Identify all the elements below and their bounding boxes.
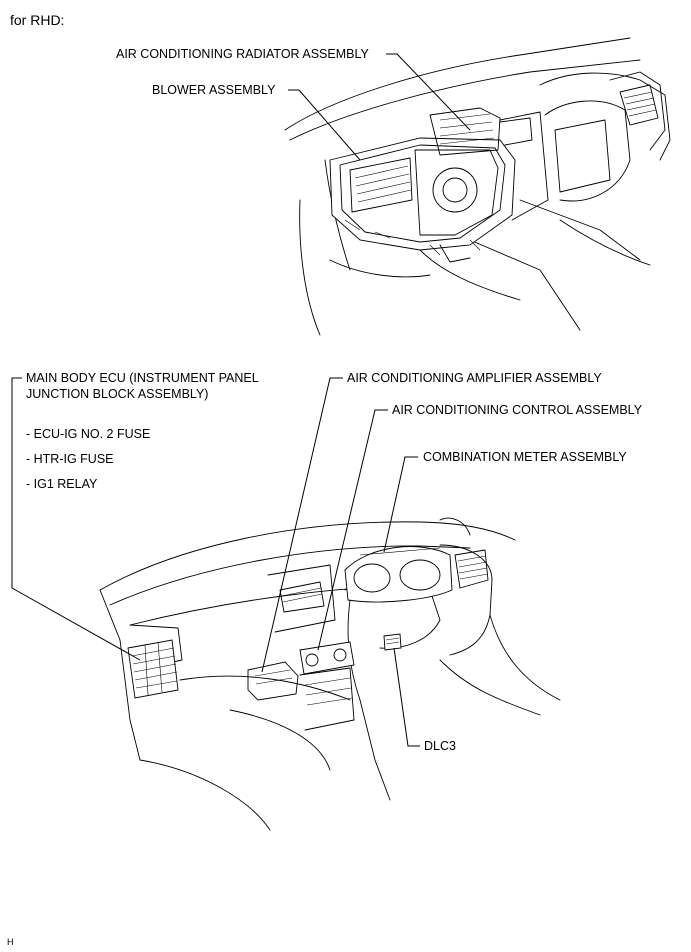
meter-leader-line bbox=[383, 456, 418, 553]
dlc3-label: DLC3 bbox=[424, 739, 456, 753]
main-body-ecu-leader-line bbox=[11, 377, 141, 661]
dlc3-illustration bbox=[383, 633, 402, 651]
fuse-htr-ig: - HTR-IG FUSE bbox=[26, 452, 114, 466]
top-dashboard-illustration bbox=[284, 37, 671, 336]
hvac-assembly-illustration bbox=[329, 107, 533, 263]
radiator-leader-line bbox=[386, 53, 471, 131]
figure-code: H bbox=[7, 937, 14, 947]
ig1-relay: - IG1 RELAY bbox=[26, 477, 98, 491]
dlc3-leader-line bbox=[393, 647, 420, 747]
amplifier-leader-line bbox=[261, 377, 343, 673]
amplifier-label: AIR CONDITIONING AMPLIFIER ASSEMBLY bbox=[347, 371, 602, 385]
control-assembly-illustration bbox=[299, 641, 355, 731]
main-body-ecu-illustration bbox=[99, 589, 183, 761]
combination-meter-illustration bbox=[344, 546, 453, 603]
blower-label: BLOWER ASSEMBLY bbox=[152, 83, 276, 97]
page-title: for RHD: bbox=[10, 12, 64, 28]
main-body-ecu-label-line2: JUNCTION BLOCK ASSEMBLY) bbox=[26, 387, 208, 401]
amplifier-illustration bbox=[247, 661, 299, 701]
blower-leader-line bbox=[288, 89, 361, 161]
control-leader-line bbox=[317, 409, 388, 651]
main-body-ecu-label-line1: MAIN BODY ECU (INSTRUMENT PANEL bbox=[26, 371, 259, 385]
fuse-ecu-ig-no2: - ECU-IG NO. 2 FUSE bbox=[26, 427, 150, 441]
meter-label: COMBINATION METER ASSEMBLY bbox=[423, 450, 627, 464]
bottom-dashboard-illustration bbox=[99, 517, 561, 831]
control-label: AIR CONDITIONING CONTROL ASSEMBLY bbox=[392, 403, 643, 417]
radiator-label: AIR CONDITIONING RADIATOR ASSEMBLY bbox=[116, 47, 369, 61]
